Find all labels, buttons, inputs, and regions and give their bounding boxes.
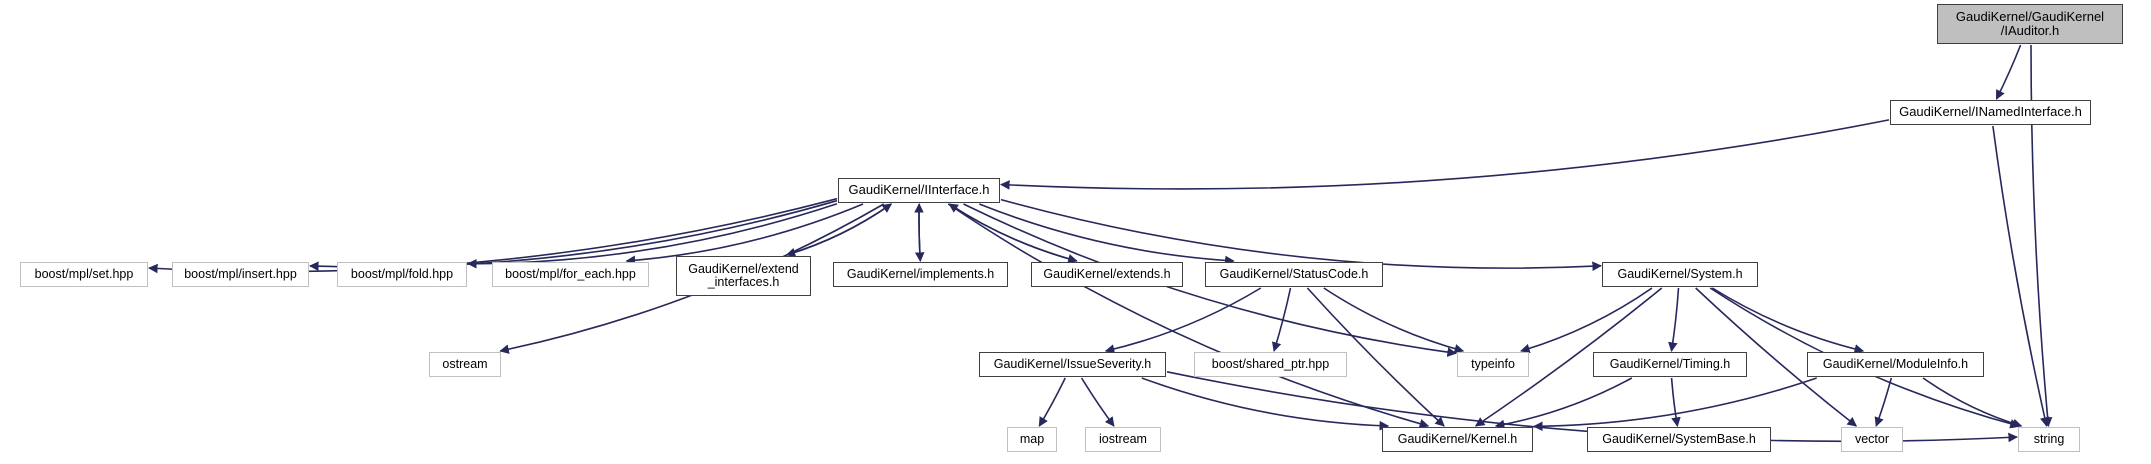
graph-node-statuscode[interactable]: GaudiKernel/StatusCode.h <box>1205 262 1383 287</box>
graph-node-implements[interactable]: GaudiKernel/implements.h <box>833 262 1008 287</box>
graph-node-label: typeinfo <box>1471 356 1515 371</box>
graph-edge-statuscode-to-kernel <box>1306 287 1445 427</box>
graph-node-mpl_insert[interactable]: boost/mpl/insert.hpp <box>172 262 309 287</box>
graph-node-label: GaudiKernel/IInterface.h <box>848 182 990 198</box>
graph-edge-iinterface-to-mpl_foreach <box>625 203 864 266</box>
graph-node-label: boost/shared_ptr.hpp <box>1211 356 1330 371</box>
graph-node-label: vector <box>1854 431 1890 446</box>
graph-node-label: GaudiKernel/System.h <box>1617 266 1743 281</box>
graph-node-shared_ptr[interactable]: boost/shared_ptr.hpp <box>1194 352 1347 377</box>
graph-node-label: GaudiKernel/extend _interfaces.h <box>688 261 799 289</box>
graph-edge-extends-to-iinterface <box>948 203 1078 262</box>
graph-edge-moduleinfo-to-string <box>1922 377 2023 429</box>
graph-node-typeinfo[interactable]: typeinfo <box>1457 352 1529 377</box>
graph-edge-iinterface-to-kernel <box>947 203 1430 429</box>
graph-node-label: GaudiKernel/IssueSeverity.h <box>993 356 1152 371</box>
graph-node-label: GaudiKernel/implements.h <box>846 266 995 281</box>
graph-edge-iinterface-to-typeinfo <box>963 203 1457 357</box>
graph-node-label: GaudiKernel/StatusCode.h <box>1219 266 1369 281</box>
graph-node-iinterface[interactable]: GaudiKernel/IInterface.h <box>838 178 1000 203</box>
graph-node-mpl_set[interactable]: boost/mpl/set.hpp <box>20 262 148 287</box>
graph-node-ostream[interactable]: ostream <box>429 352 501 377</box>
graph-edge-inamedinterface-to-iinterface <box>1000 119 1890 190</box>
graph-node-label: boost/mpl/fold.hpp <box>350 266 454 281</box>
graph-node-label: GaudiKernel/Timing.h <box>1609 356 1731 371</box>
graph-node-extends[interactable]: GaudiKernel/extends.h <box>1031 262 1183 287</box>
graph-node-label: string <box>2033 431 2065 446</box>
graph-node-label: boost/mpl/for_each.hpp <box>505 266 636 281</box>
graph-edge-statuscode-to-issueseverity <box>1104 287 1262 354</box>
graph-node-systembase[interactable]: GaudiKernel/SystemBase.h <box>1587 427 1771 452</box>
graph-edge-moduleinfo-to-vector <box>1874 377 1893 427</box>
graph-node-iauditor[interactable]: GaudiKernel/GaudiKernel /IAuditor.h <box>1937 4 2123 44</box>
graph-node-label: boost/mpl/set.hpp <box>34 266 134 281</box>
graph-edge-iinterface-to-extends <box>948 203 1078 264</box>
graph-node-moduleinfo[interactable]: GaudiKernel/ModuleInfo.h <box>1807 352 1984 377</box>
graph-edge-iauditor-to-inamedinterface <box>1995 44 2022 100</box>
graph-edge-moduleinfo-to-kernel <box>1533 377 1817 432</box>
graph-edge-issueseverity-to-kernel <box>1141 377 1390 431</box>
graph-node-iostream[interactable]: iostream <box>1085 427 1161 452</box>
graph-edge-issueseverity-to-iostream <box>1080 377 1115 427</box>
graph-edge-timing-to-systembase <box>1670 377 1681 427</box>
graph-edge-iinterface-to-statuscode <box>979 203 1235 266</box>
graph-node-mpl_fold[interactable]: boost/mpl/fold.hpp <box>337 262 467 287</box>
graph-edge-iauditor-to-string <box>2030 44 2053 427</box>
graph-node-label: map <box>1019 431 1045 446</box>
graph-edge-inamedinterface-to-string <box>1992 125 2050 427</box>
graph-node-system[interactable]: GaudiKernel/System.h <box>1602 262 1758 287</box>
graph-node-map[interactable]: map <box>1007 427 1057 452</box>
graph-node-label: GaudiKernel/ModuleInfo.h <box>1822 356 1969 371</box>
graph-edge-timing-to-kernel <box>1494 377 1633 430</box>
graph-edge-statuscode-to-typeinfo <box>1323 287 1465 354</box>
graph-node-vector[interactable]: vector <box>1841 427 1903 452</box>
graph-edge-extend_int-to-iinterface <box>786 203 893 256</box>
graph-node-label: GaudiKernel/Kernel.h <box>1397 431 1518 446</box>
graph-edge-system-to-typeinfo <box>1520 287 1653 354</box>
graph-node-extend_int[interactable]: GaudiKernel/extend _interfaces.h <box>676 256 811 296</box>
graph-node-label: iostream <box>1099 431 1147 446</box>
graph-edge-iinterface-to-system <box>1000 198 1602 272</box>
graph-node-inamedinterface[interactable]: GaudiKernel/INamedInterface.h <box>1890 100 2091 125</box>
graph-edge-issueseverity-to-map <box>1038 377 1066 427</box>
graph-edge-implements-to-iinterface <box>914 203 924 262</box>
graph-node-label: ostream <box>442 356 488 371</box>
graph-edge-statuscode-to-shared_ptr <box>1271 287 1292 352</box>
graph-edge-system-to-vector <box>1695 287 1858 427</box>
graph-node-label: GaudiKernel/extends.h <box>1043 266 1171 281</box>
graph-node-label: boost/mpl/insert.hpp <box>184 266 297 281</box>
graph-node-label: GaudiKernel/GaudiKernel /IAuditor.h <box>1955 8 2105 38</box>
graph-node-mpl_foreach[interactable]: boost/mpl/for_each.hpp <box>492 262 649 287</box>
graph-node-label: GaudiKernel/INamedInterface.h <box>1899 104 2082 120</box>
graph-edge-system-to-kernel <box>1474 287 1663 427</box>
graph-node-issueseverity[interactable]: GaudiKernel/IssueSeverity.h <box>979 352 1166 377</box>
graph-edge-system-to-moduleinfo <box>1711 287 1865 354</box>
graph-edge-system-to-timing <box>1668 287 1680 352</box>
graph-node-timing[interactable]: GaudiKernel/Timing.h <box>1593 352 1747 377</box>
graph-node-label: GaudiKernel/SystemBase.h <box>1602 431 1756 446</box>
graph-node-kernel[interactable]: GaudiKernel/Kernel.h <box>1382 427 1533 452</box>
graph-node-string[interactable]: string <box>2018 427 2080 452</box>
